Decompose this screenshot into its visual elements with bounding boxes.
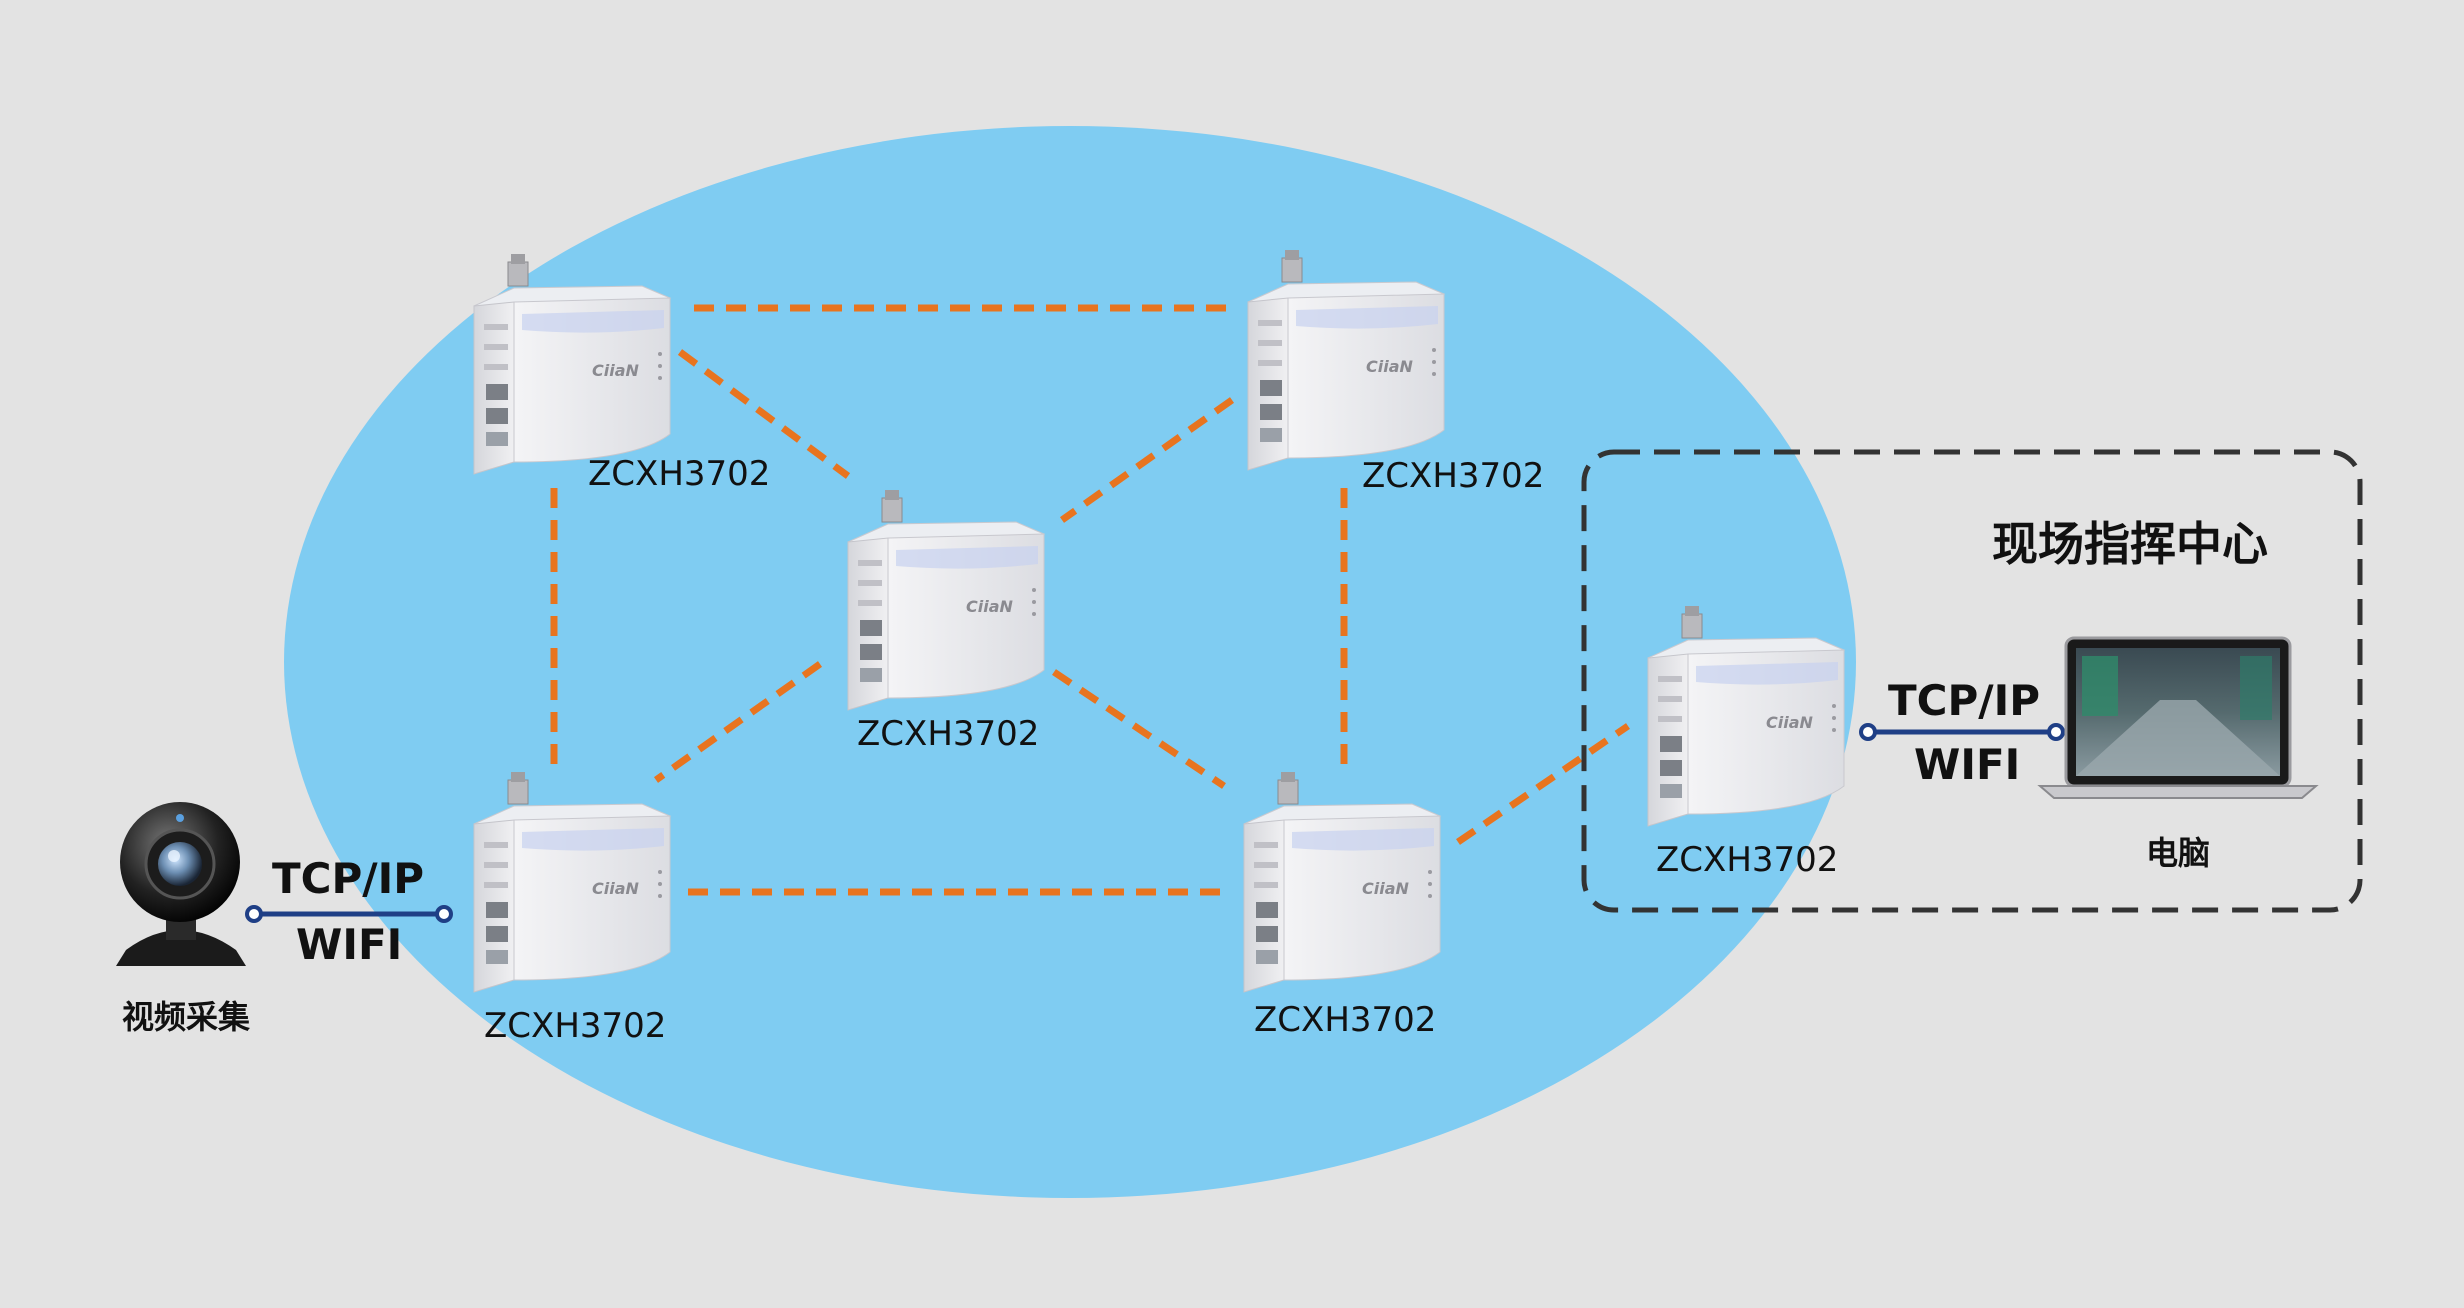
node-label-bottom-left: ZCXH3702 bbox=[484, 1006, 667, 1046]
camera-label: 视频采集 bbox=[122, 998, 251, 1036]
node-label-top-right: ZCXH3702 bbox=[1362, 456, 1545, 496]
mesh-link-tr-center bbox=[1059, 397, 1235, 523]
computer-link bbox=[1859, 723, 2065, 741]
mesh-link-br-command bbox=[1456, 723, 1630, 845]
webcam-icon bbox=[116, 802, 246, 966]
camera-link-protocol: TCP/IP bbox=[272, 854, 425, 903]
node-label-center: ZCXH3702 bbox=[857, 714, 1040, 754]
command-center-title: 现场指挥中心 bbox=[1992, 517, 2268, 571]
command-center-frame bbox=[1581, 449, 2363, 913]
computer-link-medium: WIFI bbox=[1914, 740, 2021, 789]
computer-label: 电脑 bbox=[2146, 834, 2211, 872]
mesh-coverage-area bbox=[284, 126, 1856, 1198]
node-label-bottom-right: ZCXH3702 bbox=[1254, 1000, 1437, 1040]
camera-link bbox=[245, 905, 453, 923]
node-label-top-left: ZCXH3702 bbox=[588, 454, 771, 494]
mesh-links bbox=[550, 304, 1630, 896]
mesh-link-tl-center bbox=[677, 349, 851, 479]
device-top-left bbox=[473, 253, 671, 475]
computer-link-protocol: TCP/IP bbox=[1888, 676, 2041, 725]
mesh-link-bl-center bbox=[653, 661, 823, 783]
laptop-icon bbox=[2037, 636, 2319, 799]
camera-link-medium: WIFI bbox=[296, 920, 403, 969]
node-label-command: ZCXH3702 bbox=[1656, 840, 1839, 880]
mesh-link-br-center bbox=[1052, 669, 1226, 789]
